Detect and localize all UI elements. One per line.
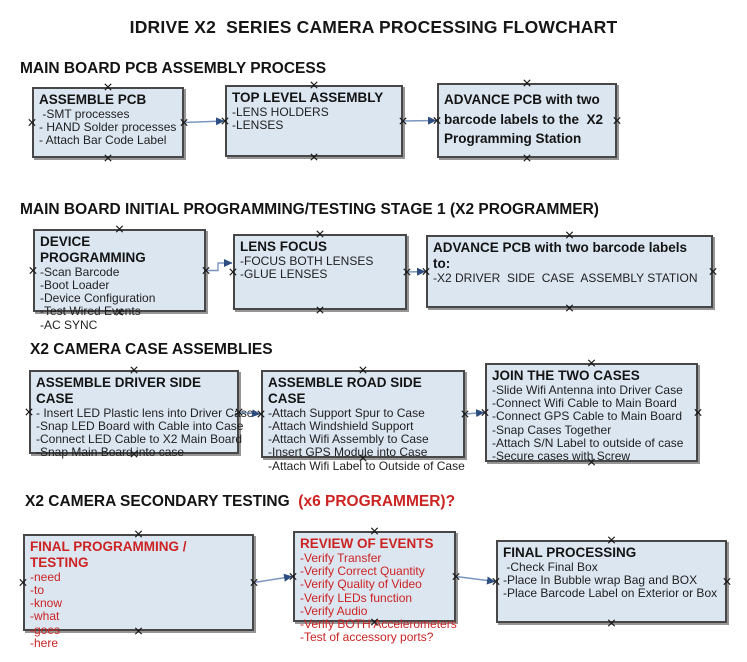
flow-box-top-level-assembly: TOP LEVEL ASSEMBLY -LENS HOLDERS-LENSES xyxy=(225,85,403,157)
section-heading-pcb-assembly: MAIN BOARD PCB ASSEMBLY PROCESS xyxy=(20,60,326,78)
box-title: ASSEMBLE PCB xyxy=(39,92,147,107)
flow-arrow xyxy=(183,117,225,126)
box-step: -goes xyxy=(30,622,61,637)
box-title: LENS FOCUS xyxy=(240,239,328,254)
box-step: -Verify Audio xyxy=(300,603,368,618)
box-step: -Test Wired Events xyxy=(40,304,141,319)
section-heading-initial-programming: MAIN BOARD INITIAL PROGRAMMING/TESTING S… xyxy=(20,201,599,219)
box-step: -Verify LEDs function xyxy=(300,590,413,605)
box-step: -Boot Loader xyxy=(40,278,110,293)
box-step: - Attach Bar Code Label xyxy=(39,133,167,148)
box-title: FINAL PROGRAMMING / TESTING xyxy=(30,539,191,570)
section-heading-text: MAIN BOARD INITIAL PROGRAMMING/TESTING S… xyxy=(20,201,599,218)
box-step: -Attach Support Spur to Case xyxy=(268,405,425,420)
box-step: -LENSES xyxy=(232,118,284,133)
box-step: -Connect GPS Cable to Main Board xyxy=(492,409,683,424)
box-steps: -Check Final Box-Place In Bubble wrap Ba… xyxy=(503,559,720,601)
box-step: -Snap Main Board into case xyxy=(36,445,185,460)
flow-arrow xyxy=(406,267,426,276)
box-step: -Secure cases with Screw xyxy=(492,448,631,463)
section-heading-text: X2 CAMERA CASE ASSEMBLIES xyxy=(30,341,273,358)
box-step: -Device Configuration xyxy=(40,291,156,306)
box-title: ASSEMBLE DRIVER SIDE CASE xyxy=(36,375,205,406)
section-heading-red-text: (x6 PROGRAMMER)? xyxy=(294,493,456,510)
section-heading-secondary-testing: X2 CAMERA SECONDARY TESTING (x6 PROGRAMM… xyxy=(25,493,455,511)
box-step: -Scan Barcode xyxy=(40,264,120,279)
box-step: -FOCUS BOTH LENSES xyxy=(240,253,374,268)
flow-box-device-programming: DEVICE PROGRAMMING -Scan Barcode-Boot Lo… xyxy=(33,229,206,331)
box-step: -SMT processes xyxy=(39,106,130,121)
flow-box-assemble-pcb: ASSEMBLE PCB -SMT processes- HAND Solder… xyxy=(32,87,184,158)
section-heading-case-assemblies: X2 CAMERA CASE ASSEMBLIES xyxy=(30,341,273,359)
box-step: -Connect LED Cable to X2 Main Board xyxy=(36,432,243,447)
box-step: -Place In Bubble wrap Bag and BOX xyxy=(503,573,698,588)
flow-arrow xyxy=(464,409,485,418)
box-step: -Check Final Box xyxy=(503,559,598,574)
box-step: -LENS HOLDERS xyxy=(232,104,329,119)
flow-box-lens-focus: LENS FOCUS -FOCUS BOTH LENSES-GLUE LENSE… xyxy=(233,234,407,310)
box-step: -X2 DRIVER SIDE CASE ASSEMBLY STATION xyxy=(433,270,698,285)
box-step: - HAND Solder processes xyxy=(39,120,177,135)
section-heading-text: X2 CAMERA SECONDARY TESTING xyxy=(25,493,294,510)
flow-arrow xyxy=(253,573,293,584)
box-step: -Verify Correct Quantity xyxy=(300,564,425,579)
box-title: ADVANCE PCB with two barcode labels to t… xyxy=(444,92,607,147)
box-steps: - Insert LED Plastic lens into Driver Ca… xyxy=(36,405,254,460)
box-steps: -need-to-know-what-goes-here xyxy=(30,569,247,650)
flow-box-final-programming-testing: FINAL PROGRAMMING / TESTING -need-to-kno… xyxy=(23,534,254,650)
box-step: -Snap Cases Together xyxy=(492,422,612,437)
flow-arrow xyxy=(402,116,437,125)
box-step: -Test of accessory ports? xyxy=(300,630,434,645)
box-step: -here xyxy=(30,635,59,650)
box-title: TOP LEVEL ASSEMBLY xyxy=(232,90,384,105)
box-step: - Insert LED Plastic lens into Driver Ca… xyxy=(36,405,254,420)
box-steps: -FOCUS BOTH LENSES-GLUE LENSES xyxy=(240,253,400,282)
box-title: ADVANCE PCB with two barcode labels to: xyxy=(433,240,691,271)
box-step: -Verify Quality of Video xyxy=(300,577,422,592)
box-step: -Attach Wifi Label to Outside of Case xyxy=(268,458,465,473)
box-steps: -SMT processes- HAND Solder processes- A… xyxy=(39,106,177,148)
box-step: -what xyxy=(30,609,60,624)
page-title: IDRIVE X2 SERIES CAMERA PROCESSING FLOWC… xyxy=(129,17,618,37)
box-steps: -LENS HOLDERS-LENSES xyxy=(232,104,396,133)
box-step: -Slide Wifi Antenna into Driver Case xyxy=(492,382,683,397)
box-steps: -Slide Wifi Antenna into Driver Case-Con… xyxy=(492,382,691,463)
box-step: -Attach Wifi Assembly to Case xyxy=(268,432,429,447)
box-step: -Attach Windshield Support xyxy=(268,419,414,434)
box-steps: -Verify Transfer-Verify Correct Quantity… xyxy=(300,550,457,645)
flow-box-advance-pcb-to-programming-station: ADVANCE PCB with two barcode labels to t… xyxy=(437,83,617,158)
flow-box-assemble-driver-side-case: ASSEMBLE DRIVER SIDE CASE - Insert LED P… xyxy=(29,370,253,459)
box-step: -AC SYNC xyxy=(40,317,98,332)
box-step: -Verify BOTH Accelerometers xyxy=(300,616,457,631)
box-step: -Place Barcode Label on Exterior or Box xyxy=(503,586,718,601)
box-step: -know xyxy=(30,596,63,611)
box-step: -to xyxy=(30,583,45,598)
box-step: -GLUE LENSES xyxy=(240,267,328,282)
box-steps: -Attach Support Spur to Case-Attach Wind… xyxy=(268,405,465,473)
box-step: -Insert GPS Module into Case xyxy=(268,445,428,460)
box-title: FINAL PROCESSING xyxy=(503,545,637,560)
box-title: REVIEW OF EVENTS xyxy=(300,536,434,551)
box-step: -Verify Transfer xyxy=(300,550,382,565)
flow-box-advance-pcb-to-driver-side-station: ADVANCE PCB with two barcode labels to: … xyxy=(426,235,713,308)
flow-arrow xyxy=(206,259,233,272)
box-title: DEVICE PROGRAMMING xyxy=(40,234,146,265)
flow-box-final-processing: FINAL PROCESSING -Check Final Box-Place … xyxy=(496,540,727,623)
flow-box-review-of-events: REVIEW OF EVENTS -Verify Transfer-Verify… xyxy=(293,531,457,644)
flow-box-assemble-road-side-case: ASSEMBLE ROAD SIDE CASE -Attach Support … xyxy=(261,370,465,472)
box-step: -need xyxy=(30,569,61,584)
box-title: ASSEMBLE ROAD SIDE CASE xyxy=(268,375,426,406)
box-step: -Connect Wifi Cable to Main Board xyxy=(492,396,677,411)
box-title: JOIN THE TWO CASES xyxy=(492,368,640,383)
flow-box-join-the-two-cases: JOIN THE TWO CASES -Slide Wifi Antenna i… xyxy=(485,363,698,463)
box-step: -Attach S/N Label to outside of case xyxy=(492,435,684,450)
section-heading-text: MAIN BOARD PCB ASSEMBLY PROCESS xyxy=(20,60,327,77)
flow-arrow xyxy=(455,575,496,585)
box-step: -Snap LED Board with Cable into Case xyxy=(36,419,244,434)
box-steps: -Scan Barcode-Boot Loader-Device Configu… xyxy=(40,264,199,332)
box-steps: -X2 DRIVER SIDE CASE ASSEMBLY STATION xyxy=(433,270,706,285)
